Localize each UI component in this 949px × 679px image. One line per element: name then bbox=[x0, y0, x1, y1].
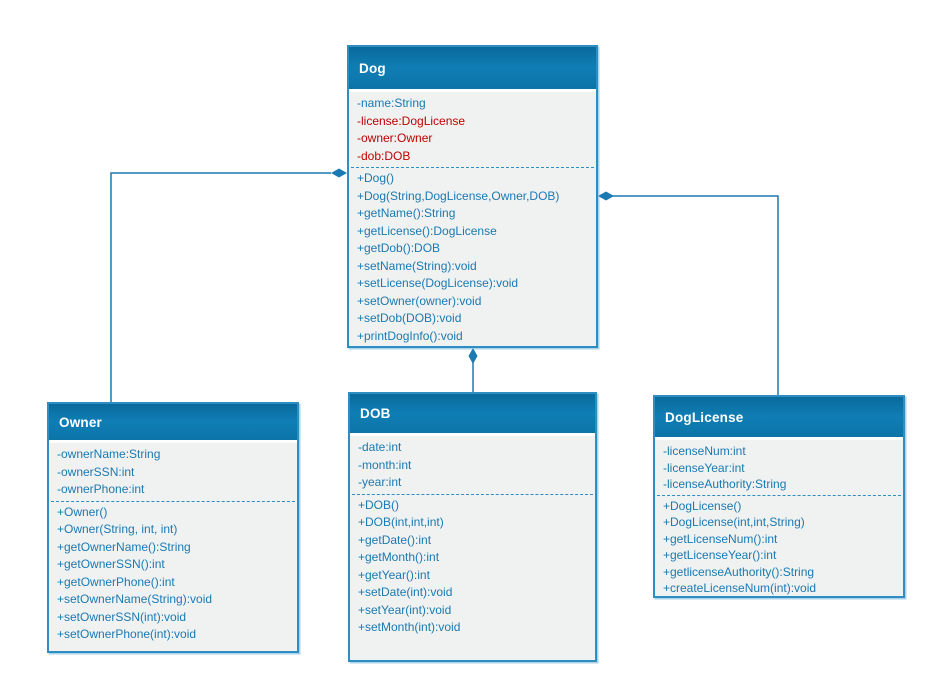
method-row: +getMonth():int bbox=[358, 550, 440, 564]
class-title: Owner bbox=[59, 414, 103, 430]
method-row: +getOwnerPhone():int bbox=[57, 574, 175, 589]
class-header-dob: DOB bbox=[350, 394, 595, 433]
method-row: +DOB(int,int,int) bbox=[358, 515, 444, 529]
class-title: Dog bbox=[359, 60, 386, 76]
method-row: +setName(String):void bbox=[357, 258, 477, 273]
method-row: +getOwnerSSN():int bbox=[57, 557, 165, 571]
class-box-owner: Owner -ownerName:String -ownerSSN:int -o… bbox=[47, 402, 299, 653]
method-row: +Owner() bbox=[57, 504, 108, 519]
attribute-row: -dob:DOB bbox=[357, 148, 411, 163]
connector-dob-dog bbox=[468, 348, 478, 392]
attribute-row: -ownerName:String bbox=[57, 447, 161, 461]
method-row: +setMonth(int):void bbox=[358, 620, 461, 634]
class-box-dob: DOB -date:int -month:int -year:int +DOB(… bbox=[348, 392, 597, 662]
attribute-row: -ownerPhone:int bbox=[57, 482, 145, 496]
attributes-methods-separator bbox=[657, 494, 901, 496]
attribute-row: -licenseNum:int bbox=[663, 444, 746, 458]
method-row: +printDogInfo():void bbox=[357, 328, 463, 343]
attributes-methods-separator bbox=[51, 500, 295, 502]
attributes-methods-separator bbox=[352, 493, 593, 495]
method-row: +setLicense(DogLicense):void bbox=[357, 276, 519, 290]
class-header-doglicense: DogLicense bbox=[655, 397, 903, 437]
method-row: +setOwnerName(String):void bbox=[57, 592, 213, 606]
attribute-row: -licenseYear:int bbox=[663, 460, 745, 475]
method-row: +getYear():int bbox=[358, 567, 430, 582]
method-row: +getDob():DOB bbox=[357, 241, 441, 255]
attribute-row: -date:int bbox=[358, 440, 402, 454]
method-row: +getLicenseNum():int bbox=[663, 531, 778, 546]
attribute-row: -ownerSSN:int bbox=[57, 464, 135, 479]
class-title: DOB bbox=[360, 406, 391, 421]
composition-diamond-icon bbox=[331, 168, 347, 178]
class-body-dog: -name:String -license:DogLicense -owner:… bbox=[349, 89, 596, 345]
class-title: DogLicense bbox=[665, 409, 744, 425]
composition-diamond-icon bbox=[598, 191, 614, 201]
method-row: +getlicenseAuthority():String bbox=[663, 564, 815, 579]
class-body-owner: -ownerName:String -ownerSSN:int -ownerPh… bbox=[49, 440, 297, 644]
method-row: +setOwner(owner):void bbox=[357, 293, 482, 308]
class-header-owner: Owner bbox=[49, 404, 297, 440]
method-row: +createLicenseNum(int):void bbox=[663, 581, 817, 595]
method-row: +DogLicense(int,int,String) bbox=[663, 515, 805, 529]
class-box-doglicense: DogLicense -licenseNum:int -licenseYear:… bbox=[653, 395, 905, 598]
class-body-doglicense: -licenseNum:int -licenseYear:int -licens… bbox=[655, 437, 903, 597]
method-row: +setOwnerPhone(int):void bbox=[57, 627, 197, 641]
method-row: +getDate():int bbox=[358, 532, 432, 547]
method-row: +getLicenseYear():int bbox=[663, 548, 777, 562]
method-row: +setDate(int):void bbox=[358, 585, 453, 599]
attributes-methods-separator bbox=[351, 167, 594, 168]
class-header-dog: Dog bbox=[349, 47, 596, 89]
class-box-dog: Dog -name:String -license:DogLicense -ow… bbox=[347, 45, 598, 348]
method-row: +Owner(String, int, int) bbox=[57, 522, 178, 536]
attribute-row: -year:int bbox=[358, 475, 402, 489]
attribute-row: -month:int bbox=[358, 457, 412, 472]
method-row: +setOwnerSSN(int):void bbox=[57, 609, 187, 624]
class-body-dob: -date:int -month:int -year:int +DOB() +D… bbox=[350, 433, 595, 637]
method-row: +Dog(String,DogLicense,Owner,DOB) bbox=[357, 188, 560, 203]
composition-diamond-icon bbox=[468, 348, 478, 364]
attribute-row: -name:String bbox=[357, 96, 426, 110]
connector-doglicense-dog bbox=[598, 191, 779, 395]
attribute-row: -license:DogLicense bbox=[357, 113, 466, 128]
attribute-row: -licenseAuthority:String bbox=[663, 477, 787, 491]
method-row: +DOB() bbox=[358, 497, 400, 512]
method-row: +getLicense():DogLicense bbox=[357, 223, 497, 238]
method-row: +DogLicense() bbox=[663, 498, 742, 513]
method-row: +Dog() bbox=[357, 171, 395, 185]
method-row: +setYear(int):void bbox=[358, 602, 452, 617]
method-row: +getName():String bbox=[357, 206, 456, 220]
attribute-row: -owner:Owner bbox=[357, 131, 433, 145]
method-row: +getOwnerName():String bbox=[57, 539, 191, 554]
connector-owner-dog bbox=[110, 168, 347, 402]
method-row: +setDob(DOB):void bbox=[357, 311, 462, 325]
